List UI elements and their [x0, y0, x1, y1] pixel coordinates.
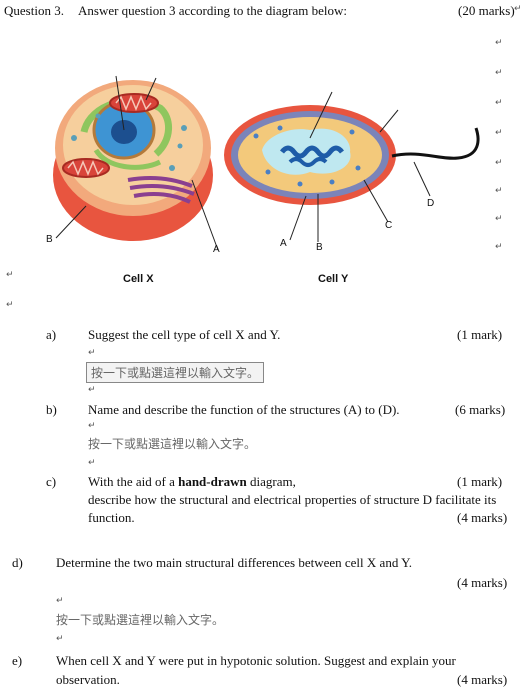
cell-y-drawing: [224, 91, 480, 242]
paragraph-mark: ↵: [495, 158, 503, 168]
cell-x-caption: Cell X: [123, 273, 154, 285]
cell-y-label-c: C: [385, 220, 393, 231]
question-instruction: Answer question 3 according to the diagr…: [78, 3, 347, 18]
question-e-label: e): [12, 653, 23, 668]
question-e-marks: (4 marks): [457, 672, 508, 687]
paragraph-mark: ↵: [514, 4, 522, 14]
question-b-label: b): [46, 402, 57, 417]
cell-x-drawing: [53, 75, 219, 251]
question-number: Question 3.: [4, 3, 64, 18]
paragraph-mark: ↵: [56, 596, 64, 606]
total-marks: (20 marks): [458, 3, 515, 18]
question-c-line2: describe how the structural and electric…: [88, 492, 497, 507]
answer-a-field[interactable]: 按一下或點選這裡以輸入文字。: [86, 362, 265, 383]
question-a-marks: (1 mark): [457, 327, 503, 342]
paragraph-mark: ↵: [6, 270, 14, 280]
paragraph-mark: ↵: [495, 214, 503, 224]
paragraph-mark: ↵: [495, 128, 503, 138]
question-c-marks2: (4 marks): [457, 510, 508, 525]
question-c-text-post: diagram,: [246, 474, 296, 489]
paragraph-mark: ↵: [88, 385, 96, 395]
cell-y-label-a: A: [280, 238, 287, 249]
cell-x-label-b: B: [46, 234, 53, 245]
question-b-text: Name and describe the function of the st…: [88, 402, 400, 417]
answer-b-field[interactable]: 按一下或點選這裡以輸入文字。: [88, 437, 257, 451]
question-e-text: When cell X and Y were put in hypotonic …: [56, 653, 456, 668]
cell-y-label-d: D: [427, 198, 435, 209]
paragraph-mark: ↵: [495, 68, 503, 78]
question-c-line3: function.: [88, 510, 135, 525]
question-c-text: With the aid of a hand-drawn diagram,: [88, 474, 296, 489]
paragraph-mark: ↵: [495, 38, 503, 48]
paragraph-mark: ↵: [495, 98, 503, 108]
paragraph-mark: ↵: [495, 242, 503, 252]
paragraph-mark: ↵: [88, 348, 96, 358]
cell-y-caption: Cell Y: [318, 273, 349, 285]
question-c-text-bold: hand-drawn: [178, 474, 247, 489]
answer-d-field[interactable]: 按一下或點選這裡以輸入文字。: [56, 613, 225, 627]
question-c-label: c): [46, 474, 57, 489]
question-d-label: d): [12, 555, 23, 570]
question-c-marks: (1 mark): [457, 474, 503, 489]
paragraph-mark: ↵: [56, 634, 64, 644]
paragraph-mark: ↵: [495, 186, 503, 196]
question-a-text: Suggest the cell type of cell X and Y.: [88, 327, 281, 342]
question-e-line2: observation.: [56, 672, 120, 687]
cell-diagram: [53, 75, 480, 251]
question-c-text-pre: With the aid of a: [88, 474, 179, 489]
cell-y-label-b: B: [316, 242, 323, 253]
paragraph-mark: ↵: [88, 458, 96, 468]
cell-x-label-a: A: [213, 244, 220, 255]
question-d-marks: (4 marks): [457, 575, 508, 590]
paragraph-mark: ↵: [6, 300, 14, 310]
paragraph-mark: ↵: [88, 421, 96, 431]
question-d-text: Determine the two main structural differ…: [56, 555, 413, 570]
question-b-marks: (6 marks): [455, 402, 506, 417]
question-a-label: a): [46, 327, 57, 342]
